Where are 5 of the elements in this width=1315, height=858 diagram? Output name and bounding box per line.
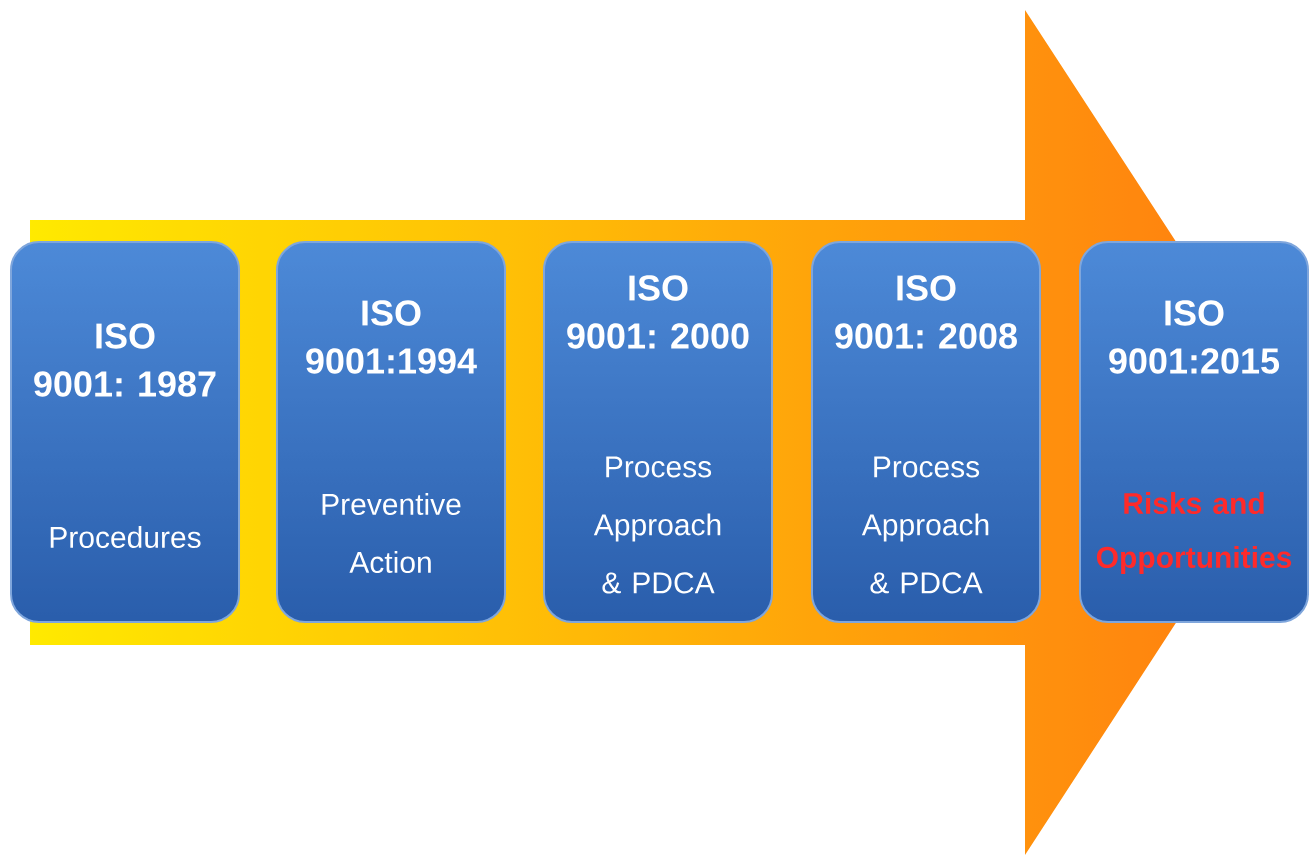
version-box: ISO 9001: 2008 Process Approach & PDCA: [811, 241, 1041, 623]
version-box: ISO 9001: 1987 Procedures: [10, 241, 240, 623]
version-box: ISO 9001:1994 Preventive Action: [276, 241, 506, 623]
version-box: ISO 9001:2015 Risks and Opportunities: [1079, 241, 1309, 623]
version-box: ISO 9001: 2000 Process Approach & PDCA: [543, 241, 773, 623]
